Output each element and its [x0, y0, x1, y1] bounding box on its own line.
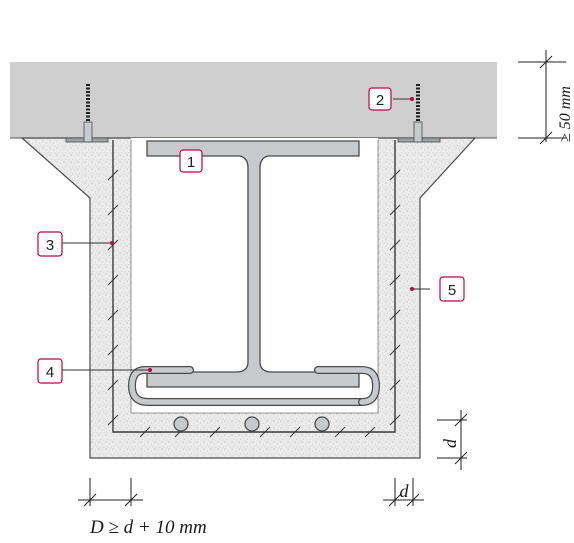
dimension-outer-offset: [78, 478, 143, 507]
callout-leaders: [62, 98, 430, 371]
wire-mesh-reinforcement: [112, 140, 396, 433]
anchor-left: [65, 84, 109, 143]
anchor-right: [397, 84, 441, 143]
longitudinal-bar: [314, 416, 330, 432]
callout-2: 2: [368, 87, 392, 111]
dimension-side-cover: [383, 478, 424, 507]
mesh-hatching: [107, 169, 401, 438]
bottom-cover-label: d: [440, 438, 460, 448]
callout-2-label: 2: [376, 92, 384, 109]
callout-3-label: 3: [46, 237, 54, 254]
longitudinal-bar: [173, 416, 189, 432]
concrete-slab: [10, 62, 497, 138]
callout-1-label: 1: [187, 154, 195, 171]
steel-i-beam: [146, 140, 360, 388]
callout-3: 3: [37, 231, 63, 257]
dimension-slab-thickness: [518, 50, 566, 145]
callout-dots: [110, 97, 414, 372]
longitudinal-bar: [244, 416, 260, 432]
callout-4-label: 4: [46, 364, 54, 381]
slab-min-thickness-label: ≥ 50 mm: [557, 86, 574, 142]
callout-5-label: 5: [448, 282, 456, 299]
callout-1: 1: [179, 149, 203, 173]
hooked-rebar-right-fill: [315, 367, 379, 405]
hooked-rebar-left-fill: [129, 367, 365, 405]
side-cover-label: d: [400, 481, 410, 501]
dimension-bottom-cover: [437, 410, 468, 470]
outer-offset-label: D ≥ d + 10 mm: [89, 517, 207, 538]
callout-4: 4: [37, 358, 63, 384]
callout-5: 5: [439, 276, 465, 302]
inner-shuttering-line: [130, 140, 379, 414]
